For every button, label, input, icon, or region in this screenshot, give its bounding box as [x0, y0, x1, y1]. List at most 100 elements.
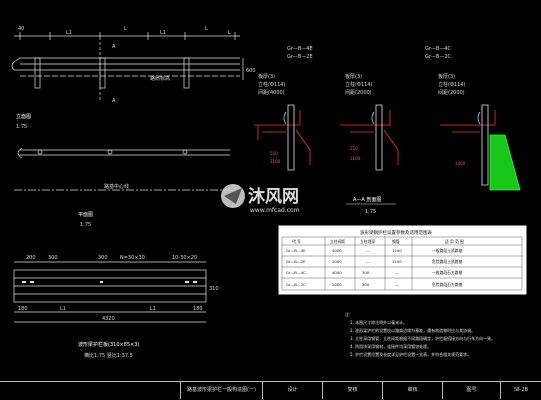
beam-total-dim: 4320: [102, 316, 115, 322]
beam-dim-300b: 300: [48, 255, 58, 261]
note-1: 1. 本图尺寸除注明外以毫米计。: [350, 319, 407, 325]
notes-block: 注： 1. 本图尺寸除注明外以毫米计。 2. 波形梁护栏的设置应以路肩边缘为基准…: [345, 311, 495, 357]
sec3-note-3: 间距(2000): [438, 89, 465, 96]
td-r1-spacing: 4000: [332, 248, 342, 253]
title-block-checker: 复核: [322, 381, 382, 399]
th-code: 代 号: [292, 239, 301, 244]
watermark: 沐风网 www.mfcad.com: [221, 184, 300, 214]
td-r4-pipe: —: [395, 282, 399, 287]
beam-labels: 200 300 N=30×30 300 10-30×20 310 180 L1 …: [18, 255, 219, 359]
td-r2-pipe: 1100: [392, 259, 402, 264]
td-r1-pipe: 1100: [392, 248, 402, 253]
beam-dim-200: 200: [26, 255, 36, 261]
sec3-note-1: 板厚(3): [438, 73, 455, 80]
plan-title: 平面图: [78, 212, 93, 218]
parameter-table: 波形梁钢护栏设置参数及适用范围表 代 号 立柱间距 立柱埋深 钢管 适 用 范 …: [278, 225, 527, 295]
td-r4-code: Gr—B—2C: [286, 282, 306, 287]
th-spacing: 立柱间距: [330, 239, 345, 244]
sec2-note-2: 立柱(Φ114): [345, 81, 372, 88]
section-3: [440, 104, 521, 191]
title-block-reviewer: 审核: [382, 381, 442, 399]
beam-scale: 横比1:75 竖比1:37.5: [84, 352, 133, 359]
td-r3-code: Gr—B—4C: [286, 270, 306, 275]
sec2-note-3: 间距(2000): [345, 89, 372, 96]
section-mark-top: A: [112, 44, 116, 50]
plan-view: [14, 147, 240, 191]
beam-dim-l1a: L1: [60, 306, 66, 312]
sec2-note-1: 板厚(3): [345, 73, 362, 80]
elev-dim-lc: L: [228, 30, 231, 36]
td-r2-code: Gr—B—2E: [286, 259, 306, 264]
sec1-dim-1100: 1100: [270, 159, 281, 164]
td-r4-range: 危险路段石方路基: [432, 282, 463, 287]
title-block-sheet-no: SⅡ-2B: [500, 381, 541, 399]
section-notes: 板厚(3) 立柱(Φ114) 间距(4000) 板厚(3) 立柱(Φ114) 间…: [258, 73, 465, 96]
td-r2-depth: —: [366, 259, 370, 264]
beam-dim-end-holes: 10-30×20: [172, 255, 197, 261]
plan-scale: 1:75: [80, 222, 91, 228]
title-block-sheet-label: 图号: [442, 381, 500, 399]
note-3: 3. 立柱采用钢管，立柱间距根据不同路段确定，护栏板搭接方向与行车方向一致。: [350, 335, 495, 341]
elev-dim-l1a: L1: [66, 30, 72, 36]
watermark-brand: 沐风网: [248, 187, 299, 207]
section-code-2e: Gr—B—2E: [287, 54, 313, 60]
road-shoulder-label: 路肩标高: [150, 75, 170, 82]
elev-dim-40: 40: [18, 26, 24, 32]
beam-dim-180a: 180: [18, 306, 28, 312]
elev-height-dim: 600: [246, 68, 256, 74]
beam-dim-180b: 180: [193, 306, 203, 312]
section-mark-bottom: A: [112, 98, 116, 104]
section-1-dims: 550 1100: [270, 151, 281, 164]
sec1-note-3: 间距(4000): [258, 89, 285, 96]
elev-dim-l1b: L1: [160, 30, 166, 36]
note-5: 5. 护栏设置位置及长度详见护栏设置一览表，并符合相关规范要求。: [350, 351, 471, 357]
td-r4-depth: 300: [362, 282, 370, 287]
sec1-note-1: 板厚(3): [258, 73, 275, 80]
elevation-view: [11, 32, 244, 100]
td-r1-range: 一般路段土质路基: [432, 248, 463, 253]
td-r2-spacing: 2000: [332, 259, 342, 264]
table-title: 波形梁钢护栏设置参数及适用范围表: [360, 229, 432, 236]
elev-dim-l: L: [124, 26, 127, 32]
title-block-designer: 设计: [262, 381, 322, 399]
th-range: 适 用 范 围: [445, 239, 464, 244]
th-pipe: 钢管: [392, 239, 400, 244]
beam-title: 波形梁护栏板(310×85×3): [78, 341, 139, 348]
elevation-labels: 40 L1 L L1 L L A A 路肩标高 600 立面图 1:75: [16, 26, 256, 130]
beam-height-dim: 310: [209, 286, 219, 292]
td-r3-range: 一般路段石方路基: [432, 270, 463, 275]
td-r3-depth: 300: [362, 270, 370, 275]
section-codes: Gr—B—4E Gr—B—2E Gr—B—4C Gr—B—2C: [287, 46, 452, 60]
elev-dim-lb: L: [205, 26, 208, 32]
th-depth: 立柱埋深: [360, 239, 375, 244]
td-r3-spacing: 4000: [332, 270, 342, 275]
section-3-dims: 1400: [455, 161, 466, 166]
watermark-url: www.mfcad.com: [250, 207, 300, 214]
road-center-label: 路基中心线: [104, 183, 129, 190]
section-scale: 1:75: [365, 209, 376, 215]
title-block: 路基波形梁护栏一般构造图(一) 设计 复核 审核 图号 SⅡ-2B: [0, 381, 541, 400]
sec2-dim-1100: 1100: [350, 156, 361, 161]
beam-detail: [13, 261, 207, 323]
td-r1-depth: —: [366, 248, 370, 253]
td-r1-code: Gr—B—4E: [286, 248, 306, 253]
td-r2-range: 危险路段土质路基: [432, 259, 463, 264]
watermark-logo-mark: [224, 188, 242, 204]
td-r4-spacing: 2000: [332, 282, 342, 287]
notes-heading: 注：: [345, 311, 353, 317]
sec1-note-2: 立柱(Φ114): [258, 81, 285, 88]
beam-dim-300a: 300: [98, 255, 108, 261]
section-1: [254, 104, 311, 171]
section-2-dims: 250 1100: [350, 146, 361, 161]
section-code-2c: Gr—B—2C: [425, 54, 452, 60]
cad-drawing-canvas: 40 L1 L L1 L L A A 路肩标高 600 立面图 1:75 路基中…: [11, 26, 527, 359]
section-code-4e: Gr—B—4E: [287, 46, 313, 52]
elevation-scale: 1:75: [16, 124, 27, 130]
section-title-group: A—A 剖面图 1:75: [346, 196, 396, 215]
section-code-4c: Gr—B—4C: [425, 46, 452, 52]
beam-dim-l1b: L1: [150, 306, 156, 312]
sec3-dim-1400: 1400: [455, 161, 466, 166]
note-4: 4. 防阻块采用钢材，连接件均采用镀锌处理。: [350, 343, 431, 349]
title-block-drawing-name: 路基波形梁护栏一般构造图(一): [180, 381, 262, 399]
